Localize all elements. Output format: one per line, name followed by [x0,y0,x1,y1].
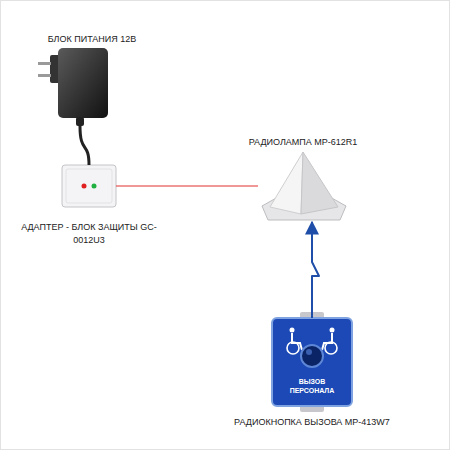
red-led [82,184,87,189]
plug-prong [38,74,51,77]
power-supply: БЛОК ПИТАНИЯ 12В [46,48,114,126]
device-label: РАДИОЛАМПА MP-612R1 [249,136,358,149]
radio-link-arrow [312,222,319,318]
adapter-box: АДАПТЕР - БЛОК ЗАЩИТЫ GC-0012U3 [62,165,116,207]
button-caption: ВЫЗОВ ПЕРСОНАЛА [287,377,337,395]
signal-wire [116,186,258,187]
device-label: БЛОК ПИТАНИЯ 12В [48,33,137,46]
adapter-body [62,165,116,207]
power-supply-body [58,48,108,118]
green-led [92,184,97,189]
device-label: РАДИОКНОПКА ВЫЗОВА MP-413W7 [234,416,390,429]
plug-prong [38,62,51,65]
radio-lamp: РАДИОЛАМПА MP-612R1 [258,150,348,222]
lamp-face [270,152,303,214]
power-cable [80,126,89,165]
device-label: АДАПТЕР - БЛОК ЗАЩИТЫ GC-0012U3 [19,221,159,247]
wheelchair-icon [287,342,299,354]
push-button [301,345,323,367]
cable-relief [76,117,84,126]
call-button: ВЫЗОВ ПЕРСОНАЛАРАДИОКНОПКА ВЫЗОВА MP-413… [272,318,352,406]
lamp-face [301,152,338,214]
adapter-bevel [66,169,112,203]
wheelchair-icon [325,342,337,354]
wheelchair-icon [330,328,335,333]
wheelchair-icon [290,328,295,333]
button-body [272,318,352,406]
button-highlight [306,349,312,355]
